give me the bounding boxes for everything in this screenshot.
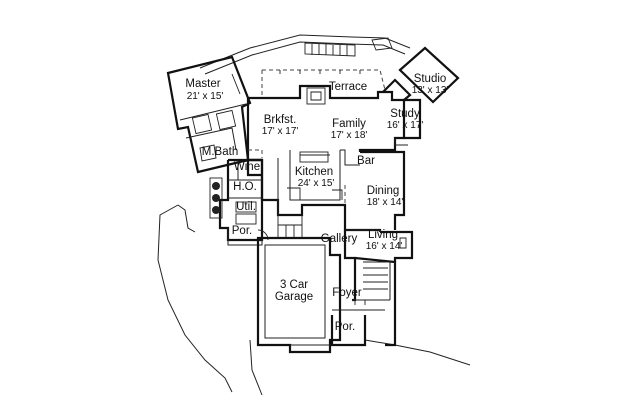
room-name-living: Living: [368, 229, 398, 241]
room-name-studio: Studio: [414, 73, 447, 85]
garage-walls: [256, 215, 342, 354]
room-size-kitchen: 24' x 15': [298, 178, 335, 189]
main-house-walls: [246, 84, 406, 232]
room-name-foyer: Foyer: [332, 287, 362, 299]
site-lines: [157, 204, 471, 396]
room-size-studio: 13' x 13': [412, 85, 449, 96]
room-name-dining: Dining: [367, 185, 400, 197]
room-name-kitchen: Kitchen: [295, 166, 333, 178]
room-name-wine: Wine: [234, 161, 260, 173]
room-name-gallery: Gallery: [321, 233, 358, 245]
room-size-master: 21' x 15': [187, 91, 224, 102]
room-name-family: Family: [332, 118, 366, 130]
room-size-living: 16' x 14': [366, 241, 403, 252]
room-size-dining: 18' x 14': [367, 197, 404, 208]
room-labels: Master 21' x 15' Terrace Studio 13' x 13…: [185, 73, 448, 333]
room-name-garage-line2: Garage: [275, 291, 313, 303]
room-size-brkfst: 17' x 17': [262, 126, 299, 137]
room-name-util: Util.: [236, 201, 256, 213]
room-size-family: 17' x 18': [331, 130, 368, 141]
room-name-brkfst: Brkfst.: [264, 114, 297, 126]
studio-and-study-walls: [382, 46, 460, 146]
room-size-study: 16' x 17': [387, 120, 424, 131]
service-wing-walls: [209, 158, 269, 246]
room-name-master: Master: [185, 78, 220, 90]
room-name-ho: H.O.: [233, 181, 257, 193]
room-name-mbath: M.Bath: [202, 146, 238, 158]
room-name-por-front: Por.: [335, 321, 355, 333]
room-name-study: Study: [390, 108, 420, 120]
room-name-terrace: Terrace: [329, 81, 367, 93]
room-name-garage-line1: 3 Car: [280, 279, 308, 291]
room-name-bar: Bar: [357, 155, 375, 167]
room-name-por-side: Por.: [232, 225, 252, 237]
terrace-outline: [261, 69, 386, 98]
front-wing-walls: [330, 229, 414, 347]
rear-walkway: [199, 34, 411, 75]
mechanical-units: [209, 177, 223, 219]
